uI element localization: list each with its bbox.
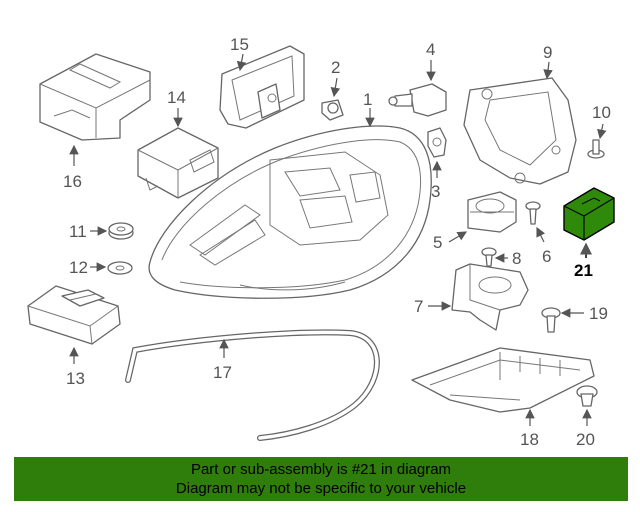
callout-19: 19	[589, 304, 608, 323]
clip[interactable]	[427, 127, 447, 158]
bolt-19[interactable]	[541, 307, 561, 333]
callout-10: 10	[592, 103, 611, 122]
callout-2: 2	[331, 58, 340, 77]
parts-diagram: 1 2 3 4 5 6 7	[27, 35, 615, 449]
callout-13: 13	[66, 369, 85, 388]
lower-bracket[interactable]	[411, 347, 595, 413]
washer-11[interactable]	[108, 222, 134, 240]
screw-6[interactable]	[525, 201, 541, 225]
led-module[interactable]	[27, 285, 121, 345]
callout-5: 5	[433, 233, 442, 252]
banner-line-2: Diagram may not be specific to your vehi…	[175, 480, 467, 497]
callout-11: 11	[69, 222, 87, 241]
leveling-motor[interactable]	[388, 83, 447, 117]
callout-7: 7	[414, 297, 423, 316]
highlighted-part-21[interactable]	[563, 187, 615, 241]
seal-strip[interactable]	[125, 329, 380, 441]
washer-12[interactable]	[107, 261, 133, 275]
support-frame[interactable]	[39, 53, 151, 141]
callout-18: 18	[520, 430, 539, 449]
callout-4: 4	[426, 40, 435, 59]
mounting-bracket[interactable]	[451, 263, 529, 331]
callout-3: 3	[431, 182, 440, 201]
callout-15: 15	[230, 35, 249, 54]
grommet[interactable]	[576, 385, 598, 407]
callout-17: 17	[213, 363, 232, 382]
callout-8: 8	[512, 249, 521, 268]
callout-14: 14	[167, 88, 186, 107]
callout-12: 12	[69, 258, 88, 277]
banner-line-1: Part or sub-assembly is #21 in diagram	[190, 461, 452, 478]
callout-16: 16	[63, 172, 82, 191]
screw-8[interactable]	[481, 247, 497, 267]
info-banner: Part or sub-assembly is #21 in diagram D…	[14, 457, 628, 501]
socket[interactable]	[467, 191, 517, 233]
callout-20: 20	[576, 430, 595, 449]
bulb[interactable]	[321, 99, 344, 121]
drl-module[interactable]	[219, 45, 305, 129]
bolt-10[interactable]	[587, 139, 605, 159]
callout-1: 1	[363, 90, 372, 109]
callout-9: 9	[543, 43, 552, 62]
callout-21: 21	[574, 261, 593, 280]
headlamp-housing[interactable]	[463, 77, 577, 185]
callout-6: 6	[542, 247, 551, 266]
headlamp-assembly[interactable]	[148, 125, 432, 299]
control-unit[interactable]	[137, 127, 219, 199]
